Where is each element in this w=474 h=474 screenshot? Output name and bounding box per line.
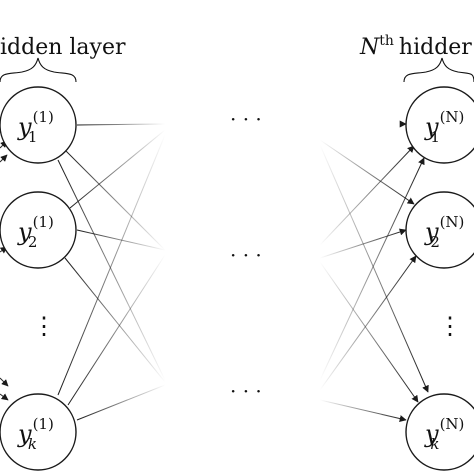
node-label: y(N)2	[424, 213, 464, 251]
hdots-middle: · · ·	[230, 243, 262, 267]
node-label: y(1)k	[17, 415, 54, 453]
node-label: y(N)1	[424, 108, 464, 146]
edge	[319, 157, 425, 381]
left-layer-title: idden layer	[0, 35, 126, 60]
right-brace	[403, 57, 474, 83]
edge	[319, 228, 407, 259]
edge	[57, 159, 166, 381]
edge	[76, 384, 166, 421]
edge	[69, 129, 166, 209]
left-node-2: y(1)2	[0, 191, 77, 269]
edge	[76, 229, 166, 251]
edge	[67, 254, 166, 406]
right-node-1: y(N)1	[405, 86, 474, 164]
vdots-left: ⋮	[32, 312, 56, 340]
edge	[57, 134, 166, 396]
edge	[64, 149, 166, 251]
hdots-bottom: · · ·	[230, 379, 262, 403]
edge	[319, 139, 415, 205]
edge	[76, 123, 166, 126]
right-node-k: y(N)k	[405, 393, 474, 471]
node-label: y(N)k	[424, 415, 464, 453]
hdots-top: · · ·	[230, 107, 262, 131]
edge	[319, 399, 407, 422]
left-node-1: y(1)1	[0, 86, 77, 164]
node-label: y(1)2	[17, 213, 54, 251]
edge	[64, 257, 166, 383]
right-node-2: y(N)2	[405, 191, 474, 269]
input-arrow	[0, 377, 9, 387]
left-outgoing-edges	[57, 123, 166, 421]
edge	[319, 144, 429, 393]
node-label: y(1)1	[17, 108, 54, 146]
input-arrow	[0, 393, 9, 401]
edge	[319, 145, 415, 246]
left-node-k: y(1)k	[0, 393, 77, 471]
edge	[319, 261, 419, 403]
edge	[319, 255, 417, 391]
right-incoming-edges	[319, 120, 429, 422]
input-arrow	[0, 154, 8, 163]
left-brace	[0, 57, 77, 83]
vdots-right: ⋮	[438, 312, 462, 340]
